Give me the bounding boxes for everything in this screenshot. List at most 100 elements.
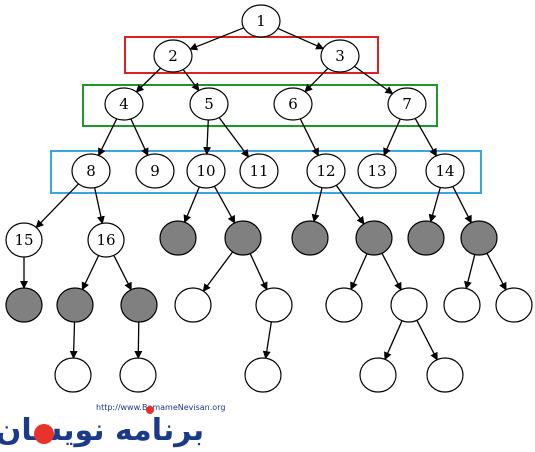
- edge-n2-n5: [182, 69, 200, 92]
- node-shape: [120, 287, 158, 323]
- node-g16a: [56, 287, 94, 323]
- edge-n8-n16: [93, 187, 105, 225]
- node-shape: [407, 220, 445, 256]
- node-shape: [71, 153, 111, 189]
- node-g10b: [224, 220, 262, 256]
- edge-w12b-w12c: [384, 320, 403, 361]
- node-shape: [390, 287, 428, 323]
- node-label: 3: [335, 47, 345, 65]
- node-5: 5: [189, 87, 229, 121]
- edge-g10b-w10b: [249, 253, 268, 291]
- node-shape: [355, 220, 393, 256]
- edge-w12b-w12d: [416, 319, 438, 361]
- watermark-url: http://www.BamameNevisan.org: [96, 403, 225, 412]
- level-box-blue: [50, 150, 482, 194]
- edge-n5-n11: [218, 117, 250, 158]
- node-g10a: [159, 220, 197, 256]
- node-w10b: [255, 287, 293, 323]
- edge-n10-g10b: [213, 185, 236, 224]
- node-shape: [387, 87, 427, 121]
- node-label: 11: [249, 162, 268, 180]
- node-shape: [325, 287, 363, 323]
- node-shape: [425, 153, 465, 189]
- edge-g12b-w12b: [381, 252, 402, 291]
- node-1: 1: [241, 4, 281, 38]
- level-box-green: [82, 84, 438, 127]
- node-shape: [320, 39, 360, 73]
- node-shape: [460, 220, 498, 256]
- edge-n8-n15: [35, 183, 80, 229]
- node-w14b: [495, 287, 533, 323]
- edge-n3-n6: [304, 67, 329, 93]
- node-13: 13: [357, 153, 397, 189]
- node-w12c: [359, 357, 397, 393]
- node-w12b: [390, 287, 428, 323]
- node-shape: [189, 87, 229, 121]
- node-label: 7: [402, 95, 412, 113]
- edge-n3-n7: [354, 65, 394, 95]
- node-4: 4: [104, 87, 144, 121]
- node-shape: [159, 220, 197, 256]
- node-shape: [273, 87, 313, 121]
- node-shape: [174, 287, 212, 323]
- edge-n12-g12b: [335, 184, 365, 225]
- node-10: 10: [186, 153, 226, 189]
- edge-n14-g14a: [428, 187, 441, 223]
- edge-w10b-w10c: [262, 321, 272, 360]
- edge-g14b-w14a: [464, 254, 476, 290]
- node-label: 8: [86, 162, 96, 180]
- node-label: 10: [196, 162, 215, 180]
- node-8: 8: [71, 153, 111, 189]
- level-boxes: [50, 36, 482, 194]
- edge-n12-g12a: [311, 187, 323, 223]
- edge-n10-g10a: [183, 186, 200, 224]
- node-w12d: [426, 357, 464, 393]
- node-15: 15: [5, 222, 43, 258]
- edge-n14-g14b: [452, 186, 472, 224]
- node-label: 5: [204, 95, 214, 113]
- node-w14a: [443, 287, 481, 323]
- edge-n1-n3: [277, 27, 325, 50]
- edge-n16-g16a: [81, 255, 100, 291]
- edges: [20, 27, 507, 361]
- watermark-dot-red: [34, 424, 54, 444]
- watermark-logo: http://www.BamameNevisan.org برنامه نویس…: [0, 403, 225, 448]
- edge-n6-n12: [299, 118, 319, 157]
- node-label: 9: [150, 162, 160, 180]
- node-w10c: [244, 357, 282, 393]
- node-g12b: [355, 220, 393, 256]
- edge-n2-n4: [135, 67, 162, 93]
- node-9: 9: [135, 153, 175, 189]
- node-2: 2: [153, 39, 193, 73]
- edge-n4-n9: [130, 118, 149, 157]
- node-g14a: [407, 220, 445, 256]
- node-w10a: [174, 287, 212, 323]
- node-3: 3: [320, 39, 360, 73]
- node-shape: [186, 153, 226, 189]
- node-shape: [87, 222, 125, 258]
- edge-n7-n14: [414, 118, 437, 157]
- node-label: 2: [168, 47, 178, 65]
- edge-g16b-w16b: [134, 321, 143, 360]
- node-shape: [54, 357, 92, 393]
- node-14: 14: [425, 153, 465, 189]
- node-g15: [5, 287, 43, 323]
- node-label: 6: [288, 95, 298, 113]
- node-w12a: [325, 287, 363, 323]
- node-shape: [241, 4, 281, 38]
- node-shape: [306, 153, 346, 189]
- watermark-logo-text: برنامه نویسان: [0, 413, 204, 448]
- node-shape: [495, 287, 533, 323]
- node-shape: [135, 153, 175, 189]
- node-label: 14: [435, 162, 454, 180]
- node-label: 16: [96, 231, 115, 249]
- node-label: 13: [367, 162, 386, 180]
- level-box-red: [124, 36, 379, 74]
- watermark-dot-small: [146, 406, 154, 414]
- node-shape: [255, 287, 293, 323]
- node-label: 1: [256, 12, 266, 30]
- node-shape: [5, 287, 43, 323]
